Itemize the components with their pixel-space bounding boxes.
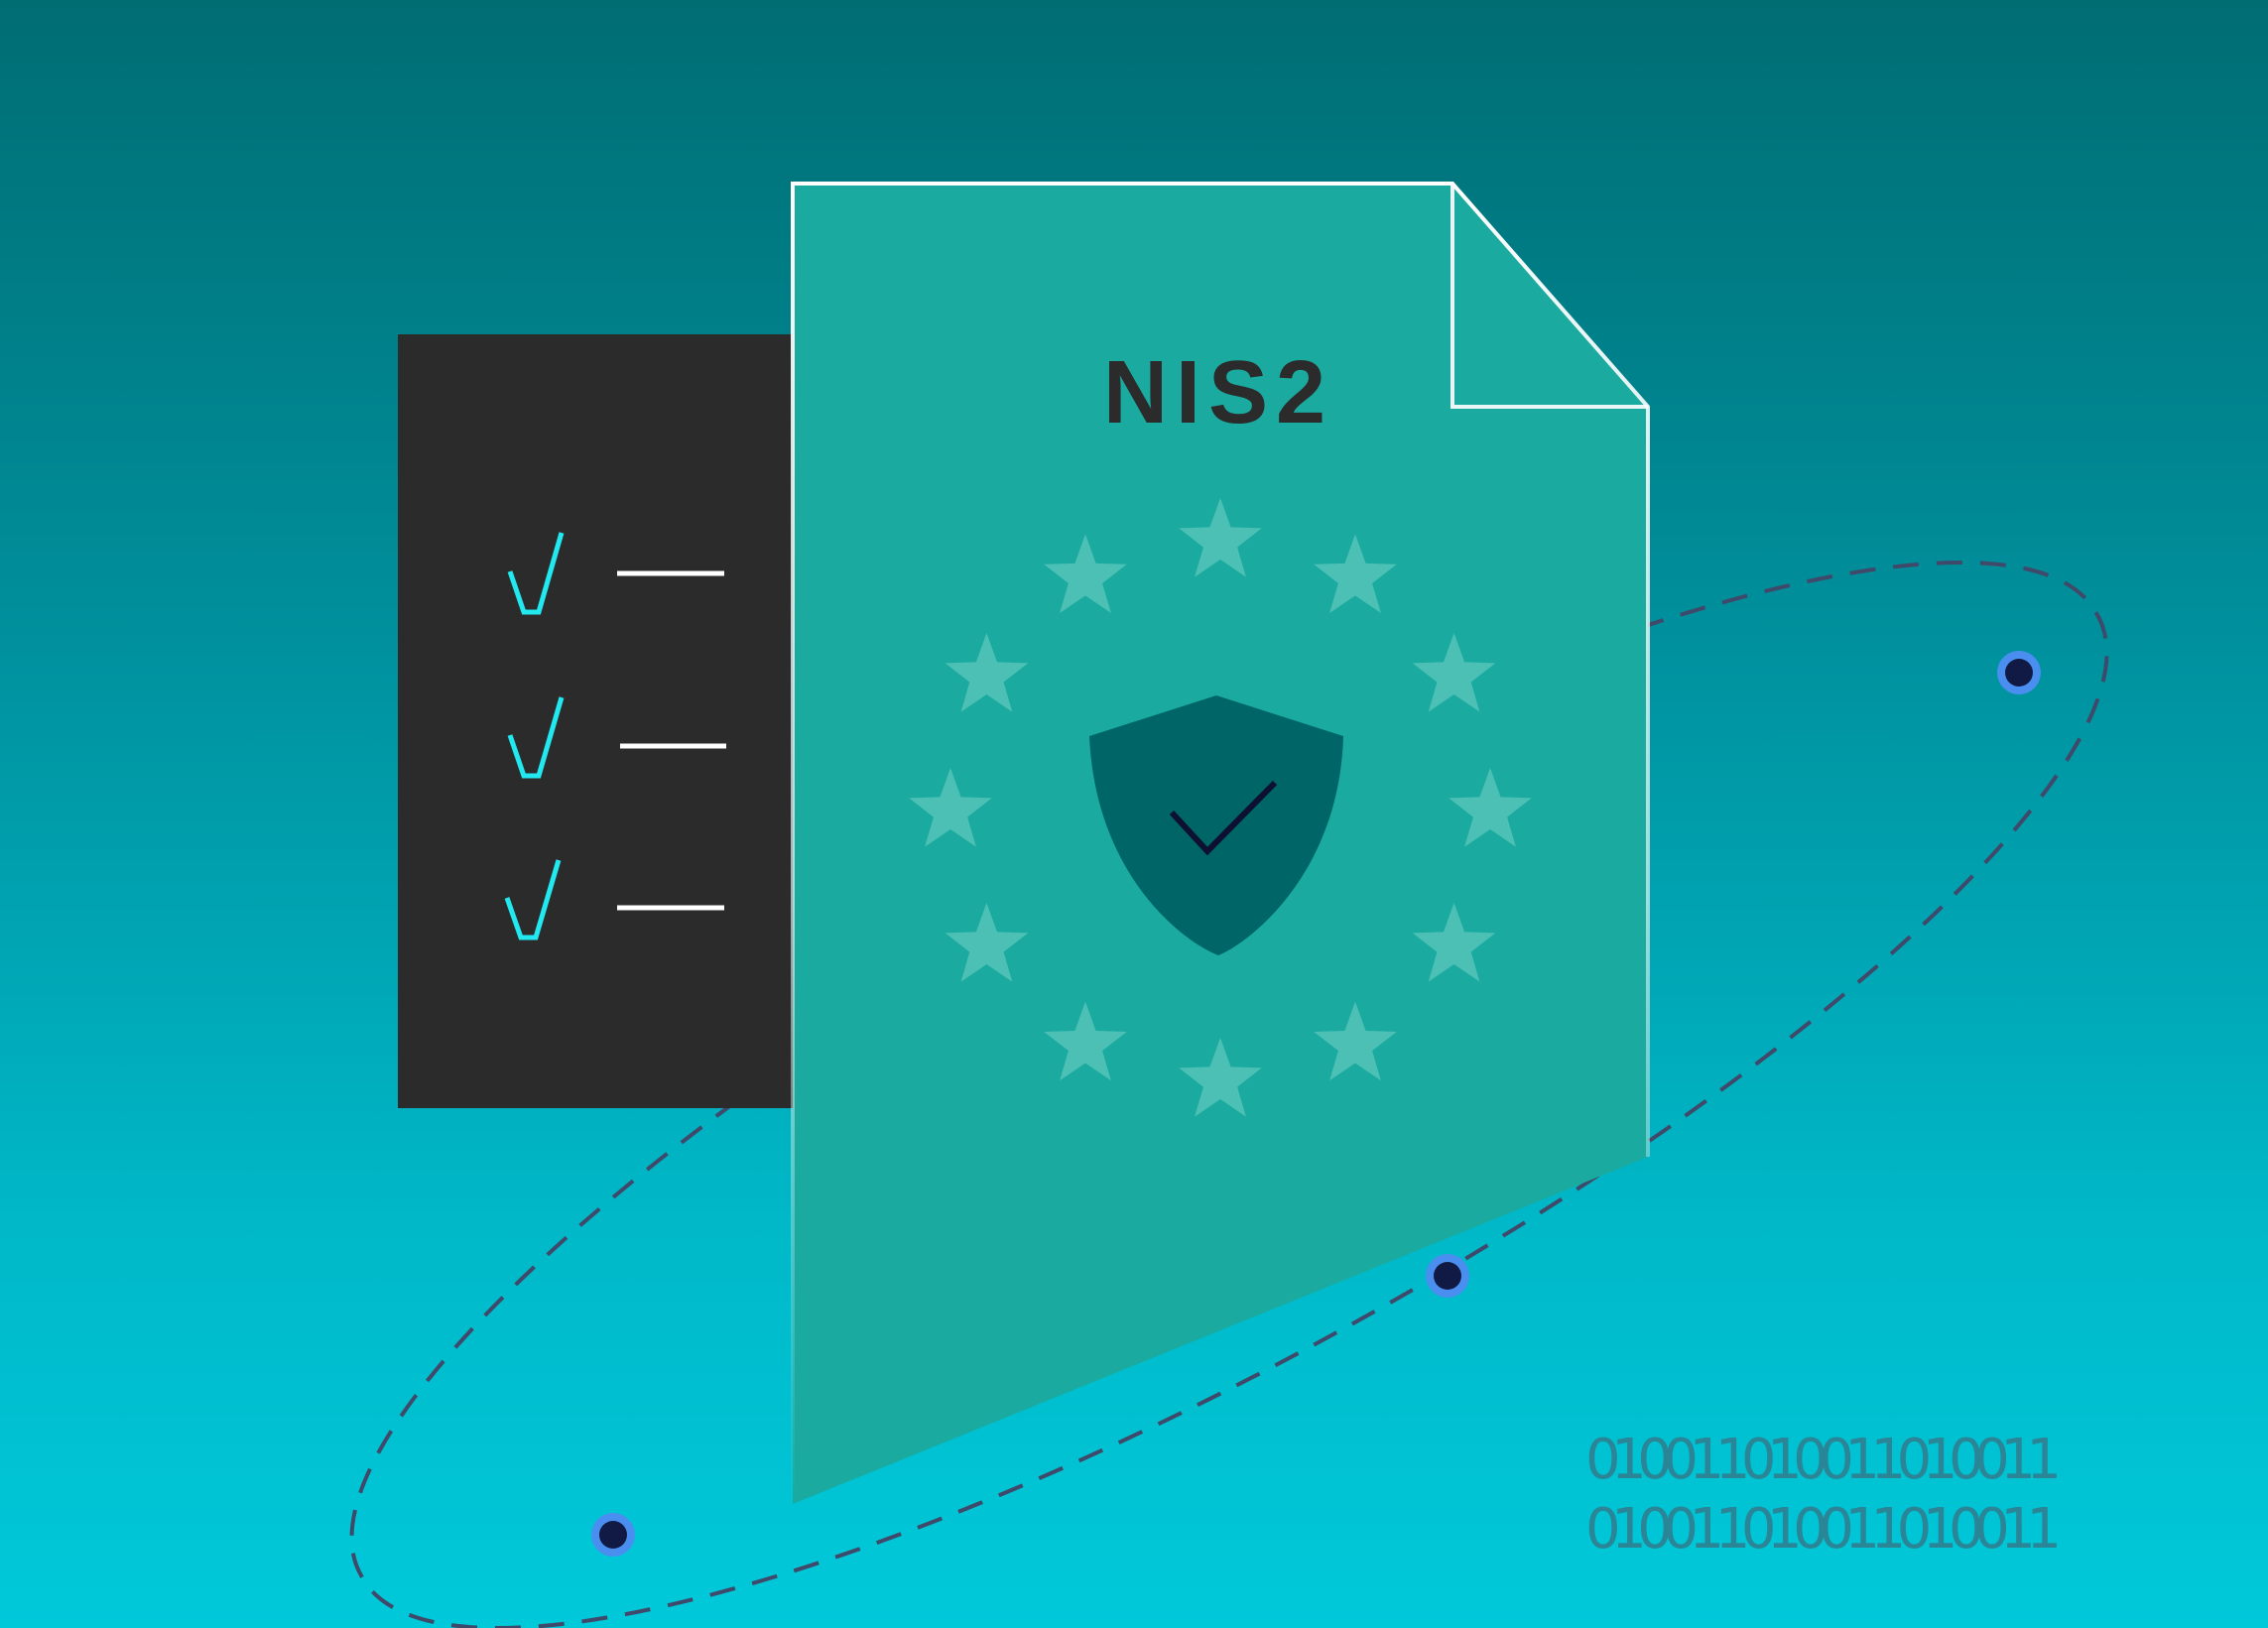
check-icon <box>507 696 565 779</box>
orbit-dot <box>1426 1254 1469 1298</box>
star-icon <box>1179 498 1262 577</box>
star-icon <box>1179 1038 1262 1117</box>
shield-icon <box>1089 695 1343 955</box>
orbit-dot <box>1997 651 2041 694</box>
nis2-document: NIS2 <box>791 182 1650 1504</box>
star-icon <box>945 903 1029 982</box>
checklist-panel <box>398 334 795 1108</box>
eu-stars <box>909 498 1532 1117</box>
check-icon <box>507 532 565 615</box>
orbit-dot <box>591 1513 635 1557</box>
star-icon <box>1449 768 1532 847</box>
star-icon <box>1314 1001 1397 1081</box>
checkmark-icon <box>1169 780 1278 856</box>
star-icon <box>1044 1001 1127 1081</box>
star-icon <box>1412 903 1496 982</box>
document-title: NIS2 <box>1103 343 1333 442</box>
checklist-item <box>507 532 724 615</box>
star-icon <box>945 633 1029 712</box>
star-icon <box>1412 633 1496 712</box>
checklist-item <box>504 859 724 940</box>
check-icon <box>504 859 562 940</box>
checklist-item <box>507 696 726 779</box>
page-fold <box>1450 184 1648 409</box>
star-icon <box>1044 534 1127 613</box>
star-icon <box>1314 534 1397 613</box>
binary-line-2: 010011010011010011 <box>1585 1497 2066 1562</box>
star-icon <box>909 768 992 847</box>
binary-line-1: 010011010011010011 <box>1585 1428 2066 1492</box>
